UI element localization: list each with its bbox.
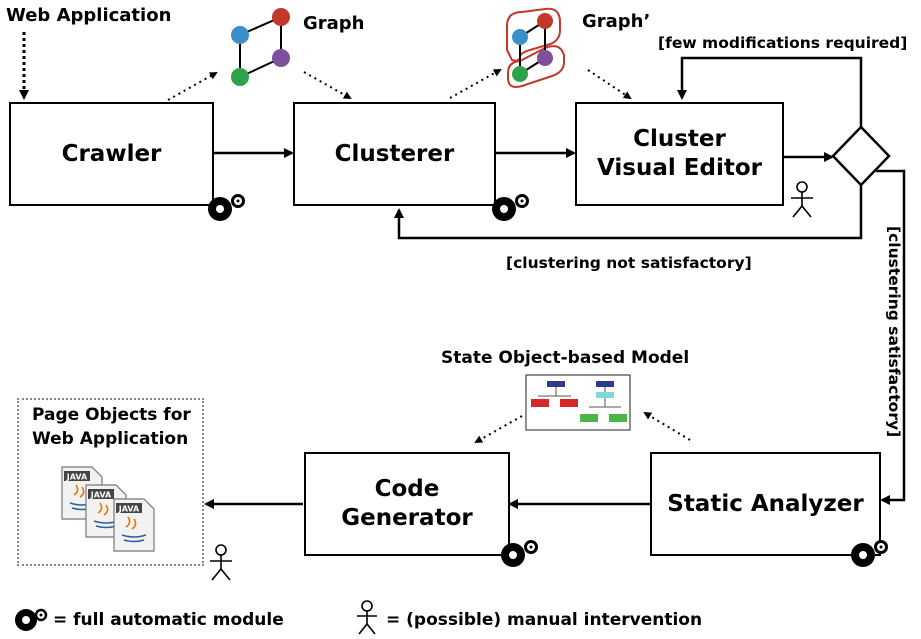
legend-actor-icon <box>357 600 377 635</box>
editor-label-line1: Cluster <box>633 126 726 153</box>
model-label: State Object-based Model <box>441 348 690 368</box>
model-thumbnail-icon <box>525 374 631 431</box>
code-generator-box: Code Generator <box>304 452 510 556</box>
clusterer-label: Clusterer <box>334 140 455 167</box>
dotted-clusterer-graph2 <box>449 69 502 99</box>
clustered-graph-icon <box>506 7 565 88</box>
page-objects-output-box <box>17 398 204 566</box>
output-actor-icon <box>210 544 232 581</box>
clusterer-gear-icon <box>492 194 529 221</box>
generator-gear-icon <box>501 540 538 567</box>
output-label-line1: Page Objects for <box>32 405 191 425</box>
graph-icon <box>231 8 290 86</box>
static-analyzer-box: Static Analyzer <box>650 452 881 556</box>
not-satisfactory-label: [clustering not satisfactory] <box>506 254 752 272</box>
crawler-box: Crawler <box>9 102 214 206</box>
dotted-graph2-editor <box>587 69 632 100</box>
few-modifications-label: [few modifications required] <box>658 34 908 52</box>
edge-not-satisfactory <box>394 185 863 240</box>
satisfactory-label: [clustering satisfactory] <box>885 226 903 438</box>
java-file-text: JAVA <box>66 473 88 482</box>
decision-diamond <box>831 125 891 187</box>
legend-gear-icon <box>15 608 48 631</box>
clusterer-box: Clusterer <box>293 102 496 206</box>
web-application-input-label: Web Application <box>6 5 172 26</box>
cluster-visual-editor-box: Cluster Visual Editor <box>575 102 784 206</box>
legend-auto-label: = full automatic module <box>53 610 284 630</box>
edge-satisfactory <box>876 169 906 505</box>
java-file-text: JAVA <box>90 491 112 500</box>
dotted-crawler-graph <box>167 72 218 101</box>
dotted-model-generator <box>474 415 523 443</box>
analyzer-gear-icon <box>851 540 888 567</box>
crawler-gear-icon <box>208 194 245 221</box>
output-label-line2: Web Application <box>32 429 189 449</box>
dotted-analyzer-model <box>643 411 691 441</box>
generator-label-line1: Code <box>374 476 440 503</box>
edge-few-modifications <box>677 56 863 127</box>
editor-actor-icon <box>791 181 813 218</box>
java-file-text: JAVA <box>118 505 140 514</box>
java-file-icon: JAVA <box>112 497 156 553</box>
graph-label: Graph <box>303 13 365 34</box>
crawler-label: Crawler <box>61 140 162 167</box>
generator-label-line2: Generator <box>341 505 473 531</box>
analyzer-label: Static Analyzer <box>667 490 864 517</box>
dotted-graph-clusterer <box>303 71 352 99</box>
graph-prime-label: Graph’ <box>582 11 651 32</box>
editor-label-line2: Visual Editor <box>597 155 762 181</box>
legend-manual-label: = (possible) manual intervention <box>386 610 703 630</box>
